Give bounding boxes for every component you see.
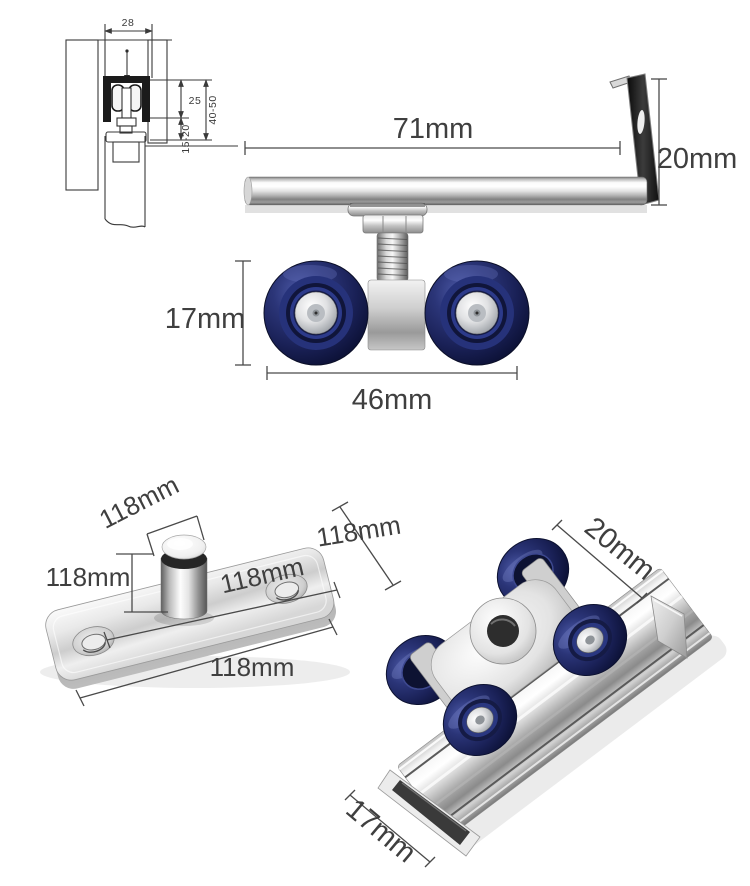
wheel-right: [552, 603, 628, 677]
dim-label-track-width: 28: [122, 17, 135, 29]
screw-hole-right: [265, 573, 308, 604]
guide-pin: [154, 534, 214, 626]
dim-roller-width: 46mm: [266, 366, 518, 416]
screw-hole-left: [72, 626, 115, 657]
threaded-rod: [376, 232, 409, 282]
l-bracket: [609, 73, 660, 206]
four-wheel-roller-photo: 20mm 17mm: [340, 511, 727, 869]
cross-section-structure: [65, 24, 172, 228]
track-end-flange: [650, 595, 688, 659]
track-cross-section-drawing: 28 25 15-20 40-50: [65, 17, 238, 228]
dim-label-total-height: 40-50: [207, 95, 219, 124]
dim-label-upper-height: 25: [189, 95, 202, 107]
hanger-bar: [243, 176, 648, 213]
track-near-end: [377, 769, 481, 857]
door-panel: [104, 131, 147, 228]
roller-center-block: [367, 279, 426, 351]
dim-label-71mm: 71mm: [393, 113, 474, 145]
roller-hanger-plate: [347, 202, 428, 217]
dim-pin-height: 118mm: [46, 553, 168, 613]
track-u-profile: [103, 76, 150, 122]
dim-bar-length: 71mm: [244, 113, 621, 155]
dim-label-46mm: 46mm: [352, 384, 433, 416]
dim-label-118mm-bottom: 118mm: [210, 652, 295, 682]
right-wheel: [424, 260, 530, 366]
dim-label-17mm-wheel: 17mm: [165, 303, 246, 335]
hex-nut: [362, 214, 424, 234]
dim-label-20mm-bracket: 20mm: [657, 143, 738, 175]
dim-plate-length: 118mm: [75, 618, 338, 707]
left-wheel: [263, 260, 369, 366]
dim-bracket-height: 20mm: [651, 78, 738, 206]
dim-label-118mm-top: 118mm: [94, 480, 183, 535]
wheel-bottom: [442, 683, 518, 757]
dim-label-118mm-left: 118mm: [46, 562, 131, 592]
dim-wheel-height: 17mm: [165, 260, 251, 366]
floor-guide-photo: 118mm 118mm 118mm 118mm 118mm: [40, 480, 403, 707]
dim-label-20mm-track: 20mm: [578, 511, 661, 587]
hanger-roller-photo: 71mm 20mm 17mm 46mm: [165, 73, 738, 416]
roller-in-track: [111, 84, 142, 134]
floor-track: [398, 568, 727, 847]
cross-section-dimensions: 28 25 15-20 40-50: [104, 17, 238, 154]
